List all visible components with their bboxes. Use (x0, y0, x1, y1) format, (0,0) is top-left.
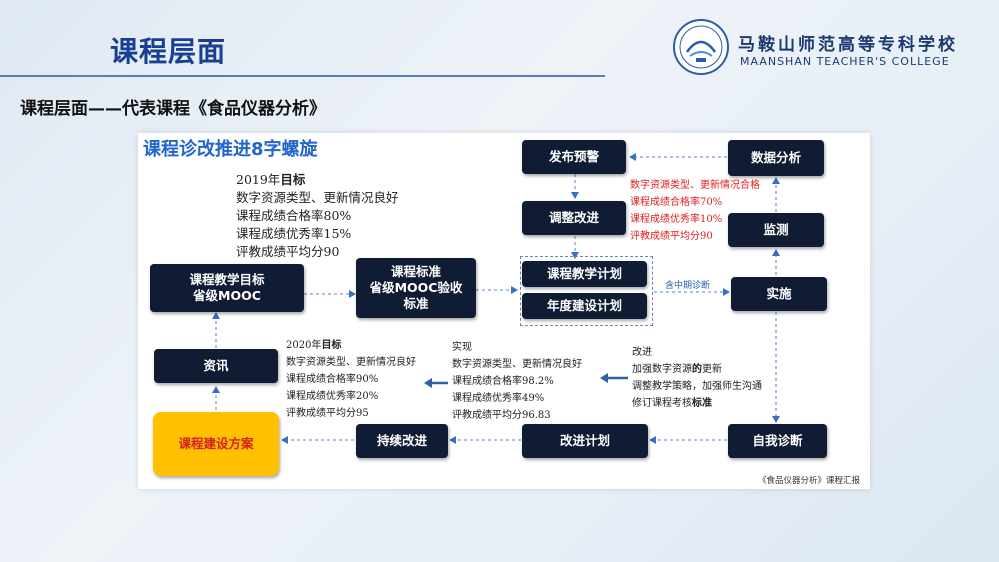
annual-plan-box: 年度建设计划 (522, 293, 647, 319)
adjust-improve-box: 调整改进 (522, 201, 626, 235)
goal-2019-label: 目标 (280, 172, 306, 187)
improve-line-part: 更新 (702, 364, 722, 375)
subtitle: 课程层面——代表课程《食品仪器分析》 (20, 99, 326, 119)
slide-title: 课程层面 (110, 35, 227, 68)
continuous-improve-box: 持续改进 (356, 424, 448, 458)
solid-arrow-achieved-to-goal2020-head (424, 378, 432, 388)
warning-criteria-text: 数字资源类型、更新情况合格 课程成绩合格率70% 课程成绩优秀率10% 评教成绩… (630, 177, 760, 245)
diagram-title: 课程诊改推进8字螺旋 (143, 139, 318, 160)
goal-2019-line: 课程成绩优秀率15% (236, 226, 352, 241)
monitor-box: 监测 (728, 213, 824, 247)
school-name-en: MAANSHAN TEACHER'S COLLEGE (740, 55, 950, 68)
warning-line: 数字资源类型、更新情况合格 (630, 180, 760, 191)
goal-2020-line: 评教成绩平均分95 (286, 408, 369, 419)
warning-line: 课程成绩优秀率10% (630, 214, 723, 225)
improve-heading: 改进 (632, 347, 652, 358)
achieved-line: 课程成绩优秀率49% (452, 393, 545, 404)
achieved-line: 数字资源类型、更新情况良好 (452, 359, 582, 370)
box-label: 课程标准 (390, 263, 441, 279)
goal-2020-line: 数字资源类型、更新情况良好 (286, 357, 416, 368)
box-label: 省级MOOC验收 (369, 279, 463, 295)
improve-text: 改进 加强数字资源的更新 调整教学策略，加强师生沟通 修订课程考核标准 (632, 344, 762, 412)
box-label: 省级MOOC (193, 288, 261, 303)
box-label: 标准 (403, 296, 429, 312)
goal-2019-text: 2019年目标 数字资源类型、更新情况良好 课程成绩合格率80% 课程成绩优秀率… (236, 171, 399, 261)
course-report-footer: 《食品仪器分析》课程汇报 (758, 476, 861, 486)
warning-line: 课程成绩合格率70% (630, 197, 723, 208)
improve-line-part: 修订课程考核 (632, 398, 692, 409)
achieved-line: 课程成绩合格率98.2% (452, 376, 554, 387)
course-goal-box: 课程教学目标省级MOOC (150, 264, 304, 312)
title-underline (0, 75, 605, 77)
goal-2020-label: 目标 (321, 340, 342, 351)
goal-2020-line: 课程成绩优秀率20% (286, 391, 379, 402)
improve-plan-box: 改进计划 (522, 424, 648, 458)
box-label: 课程教学目标 (189, 271, 265, 287)
improve-line-part: 加强数字资源 (632, 364, 692, 375)
improve-line: 调整教学策略，加强师生沟通 (632, 381, 762, 392)
teaching-plan-box: 课程教学计划 (522, 261, 647, 287)
achieved-text: 实现 数字资源类型、更新情况良好 课程成绩合格率98.2% 课程成绩优秀率49%… (452, 339, 582, 424)
course-standard-box: 课程标准省级MOOC验收标准 (356, 258, 476, 318)
solid-arrow-improve-to-achieved-head (600, 373, 608, 383)
info-box: 资讯 (154, 349, 278, 383)
publish-warning-box: 发布预警 (522, 140, 626, 174)
achieved-heading: 实现 (452, 342, 472, 353)
improve-line-part: 的 (692, 364, 702, 375)
improve-line-part: 标准 (692, 398, 712, 409)
data-analysis-box: 数据分析 (728, 140, 824, 176)
mid-diagnosis-label: 含中期诊断 (665, 281, 711, 291)
goal-2019-year: 2019年 (236, 172, 281, 187)
goal-2020-line: 课程成绩合格率90% (286, 374, 379, 385)
plans-group-frame (520, 256, 653, 326)
self-diagnosis-box: 自我诊断 (728, 424, 827, 458)
build-plan-box: 课程建设方案 (153, 412, 279, 476)
school-name-cn: 马鞍山师范高等专科学校 (738, 35, 958, 55)
warning-line: 评教成绩平均分90 (630, 231, 713, 242)
college-logo-icon (673, 19, 729, 75)
implement-box: 实施 (731, 277, 827, 311)
goal-2019-line: 数字资源类型、更新情况良好 (236, 190, 399, 205)
goal-2020-text: 2020年目标 数字资源类型、更新情况良好 课程成绩合格率90% 课程成绩优秀率… (286, 337, 416, 422)
goal-2019-line: 课程成绩合格率80% (236, 208, 352, 223)
goal-2020-year: 2020年 (286, 340, 322, 351)
goal-2019-line: 评教成绩平均分90 (236, 244, 340, 259)
achieved-line: 评教成绩平均分96.83 (452, 410, 551, 421)
